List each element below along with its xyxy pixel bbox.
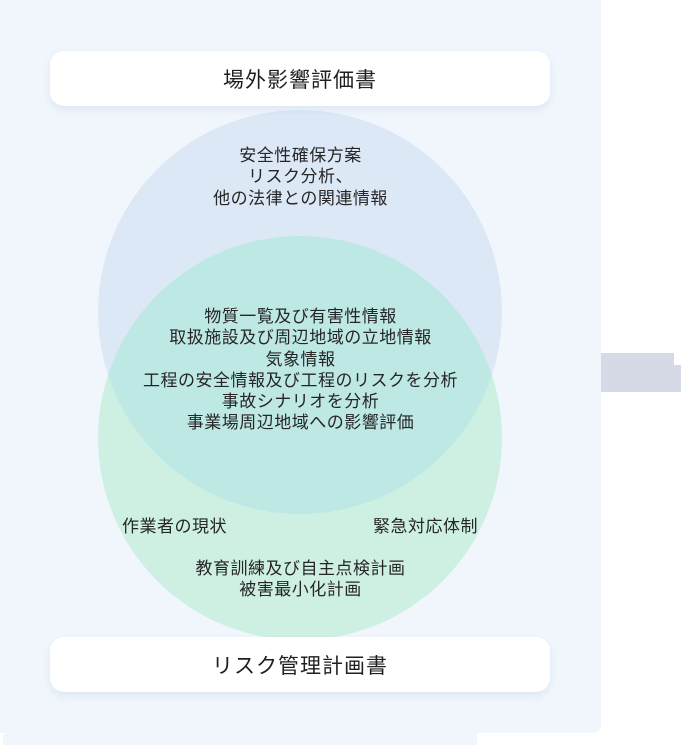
bottom-circle-line: 教育訓練及び自主点検計画 <box>195 559 406 578</box>
offsite-impact-assessment-label: 場外影響評価書 <box>223 68 377 92</box>
scroll-thumb[interactable] <box>601 365 681 392</box>
top-circle-line: 他の法律との関連情報 <box>213 188 388 208</box>
bottom-circle-text: 教育訓練及び自主点検計画 被害最小化計画 <box>0 558 601 601</box>
offsite-impact-assessment-box: 場外影響評価書 <box>50 51 550 106</box>
bottom-circle-line: 被害最小化計画 <box>239 580 362 600</box>
next-section-edge <box>3 733 477 745</box>
risk-management-plan-box: リスク管理計画書 <box>50 637 550 692</box>
venn-diagram <box>98 110 502 640</box>
scroll-thumb[interactable] <box>601 353 674 366</box>
emergency-response-label: 緊急対応体制 <box>373 517 478 536</box>
overlap-text: 物質一覧及び有害性情報 取扱施設及び周辺地域の立地情報 気象情報 工程の安全情報… <box>0 306 601 434</box>
overlap-line: 物質一覧及び有害性情報 <box>204 307 397 326</box>
top-circle-text: 安全性確保方案 リスク分析、 他の法律との関連情報 <box>0 145 601 209</box>
overlap-line: 工程の安全情報及び工程のリスクを分析 <box>143 370 458 390</box>
risk-management-plan-label: リスク管理計画書 <box>212 654 388 678</box>
top-circle-line: 安全性確保方案 <box>239 146 362 165</box>
overlap-line: 事故シナリオを分析 <box>221 392 380 412</box>
overlap-line: 事業場周辺地域への影響評価 <box>186 413 415 433</box>
top-circle-line: リスク分析、 <box>248 167 353 187</box>
overlap-line: 気象情報 <box>265 349 336 369</box>
overlap-line: 取扱施設及び周辺地域の立地情報 <box>169 328 432 348</box>
worker-status-label: 作業者の現状 <box>122 517 227 536</box>
overlap-region <box>98 236 502 514</box>
